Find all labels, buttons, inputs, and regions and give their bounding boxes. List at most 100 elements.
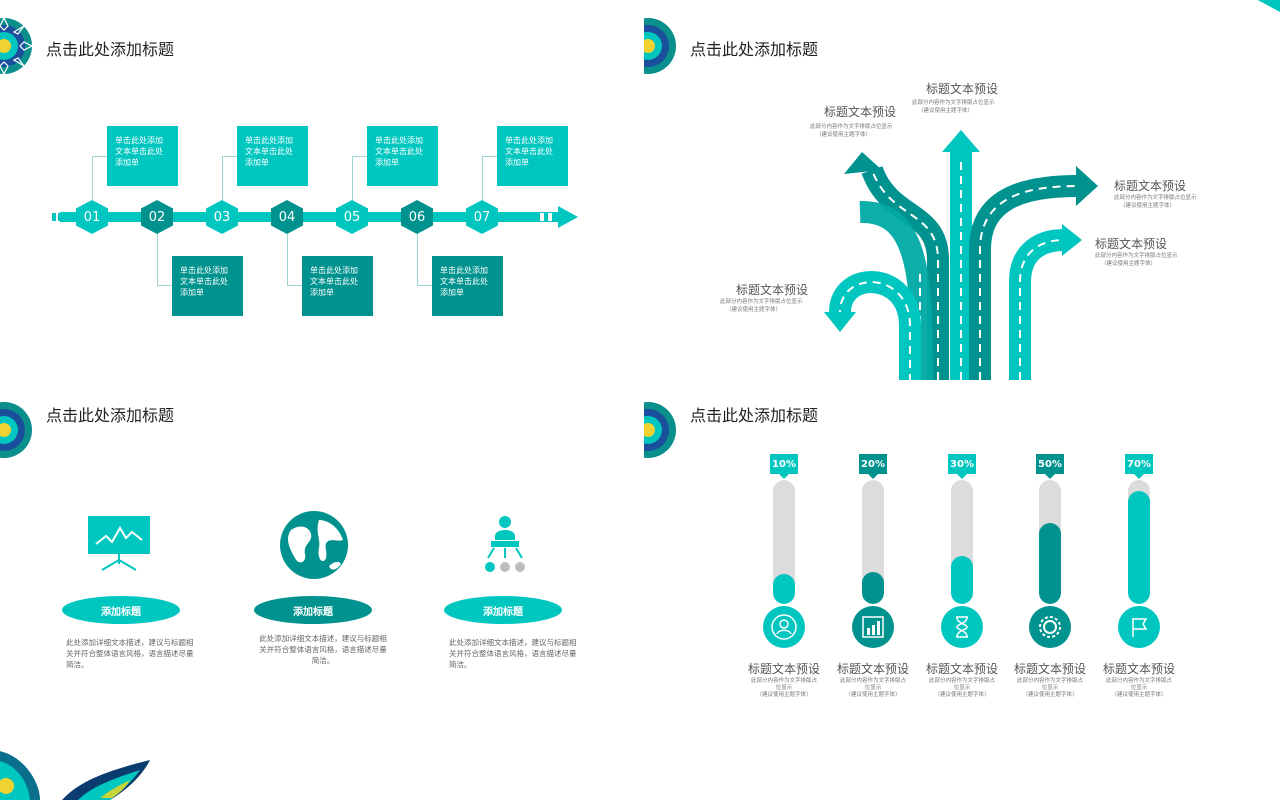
- percent-badge: 30%: [948, 454, 976, 479]
- chart-icon: [852, 606, 894, 648]
- bar-sub: 此部分内容作为文字排版占位显示（建议使用主题字体）: [1094, 678, 1184, 699]
- bar-sub-line: 此部分内容作为文字排版占: [1016, 678, 1083, 684]
- slide-title[interactable]: 点击此处添加标题: [690, 40, 819, 59]
- timeline-gap: [540, 213, 544, 221]
- step-marker-02[interactable]: 02: [141, 200, 173, 234]
- flag-icon: [1118, 606, 1160, 648]
- mandala-ornament-icon: [644, 18, 676, 74]
- bar-sub-line: 此部分内容作为文字排版占: [1105, 678, 1172, 684]
- step-marker-04[interactable]: 04: [271, 200, 303, 234]
- slide-title[interactable]: 点击此处添加标题: [46, 40, 175, 59]
- road-label-desc: （建议使用主题字体）: [726, 307, 782, 313]
- percent-badge: 50%: [1036, 454, 1064, 479]
- step-marker-03[interactable]: 03: [206, 200, 238, 234]
- progress-fill: [773, 574, 795, 604]
- bar-label[interactable]: 标题文本预设: [747, 662, 820, 676]
- step-marker-01[interactable]: 01: [76, 200, 108, 234]
- bar-label[interactable]: 标题文本预设: [836, 662, 909, 676]
- card-title-pill[interactable]: 添加标题: [444, 596, 562, 624]
- person-presenter-icon: [485, 516, 525, 572]
- step-text-box[interactable]: 单击此处添加文本单击此处添加单: [302, 256, 373, 316]
- connector-line: [482, 156, 498, 202]
- timeline-line: [60, 212, 560, 222]
- progress-track: [1039, 480, 1061, 604]
- step-marker-05[interactable]: 05: [336, 200, 368, 234]
- mandala-ornament-icon: [0, 402, 32, 458]
- timeline-gap: [548, 213, 552, 221]
- percent-badge: 70%: [1125, 454, 1153, 479]
- corner-triangle-icon: [1257, 0, 1280, 12]
- connector-line: [157, 232, 173, 286]
- card-title-pill[interactable]: 添加标题: [254, 596, 372, 624]
- bar-sub-line: 此部分内容作为文字排版占: [839, 678, 906, 684]
- slide-icon-cards: 点击此处添加标题 添加标题 添加标题 添加标题 此处添加详细文本描述，建议与标题…: [0, 384, 640, 800]
- road-label-title[interactable]: 标题文本预设: [1114, 179, 1187, 193]
- card-description: 此处添加详细文本描述，建议与标题相关并符合整体语言风格，语言描述尽量简洁。: [259, 634, 387, 665]
- progress-track: [773, 480, 795, 604]
- paisley-ornament-icon: [0, 751, 150, 800]
- bar-sub: 此部分内容作为文字排版占位显示（建议使用主题字体）: [1005, 678, 1095, 699]
- bar-sub-line: （建议使用主题字体）: [756, 692, 812, 698]
- percent-badge: 20%: [859, 454, 887, 479]
- step-text-box[interactable]: 单击此处添加文本单击此处添加单: [432, 256, 503, 316]
- bar-sub-line: （建议使用主题字体）: [934, 692, 990, 698]
- road-label-desc: 此部分内容作为文字排版占位显示: [810, 124, 893, 130]
- road-label-title[interactable]: 标题文本预设: [1095, 237, 1168, 251]
- road-label-desc: 此部分内容作为文字排版占位显示: [912, 100, 995, 106]
- bar-sub-line: （建议使用主题字体）: [1022, 692, 1078, 698]
- road-label-desc: 此部分内容作为文字排版占位显示: [1095, 253, 1178, 259]
- step-text-box[interactable]: 单击此处添加文本单击此处添加单: [172, 256, 243, 316]
- road-label-title[interactable]: 标题文本预设: [824, 105, 897, 119]
- bar-sub-line: 位显示: [775, 685, 793, 691]
- percent-badge: 10%: [770, 454, 798, 479]
- bar-sub-line: 此部分内容作为文字排版占: [928, 678, 995, 684]
- card-title-pill[interactable]: 添加标题: [62, 596, 180, 624]
- slide-timeline: 点击此处添加标题 01 02 03 04 05 06 07 单击此处添加文本单击…: [0, 0, 640, 380]
- connector-line: [417, 232, 433, 286]
- slide-title[interactable]: 点击此处添加标题: [46, 406, 175, 425]
- road-label-title[interactable]: 标题文本预设: [926, 82, 999, 96]
- connector-line: [92, 156, 108, 202]
- hourglass-icon: [941, 606, 983, 648]
- bar-label[interactable]: 标题文本预设: [925, 662, 998, 676]
- slide-title[interactable]: 点击此处添加标题: [690, 406, 819, 425]
- road-label-desc: 此部分内容作为文字排版占位显示: [1114, 195, 1197, 201]
- step-text-box[interactable]: 单击此处添加文本单击此处添加单: [497, 126, 568, 186]
- road-label-desc: 此部分内容作为文字排版占位显示: [720, 299, 803, 305]
- globe-icon: [280, 511, 348, 579]
- step-text-box[interactable]: 单击此处添加文本单击此处添加单: [107, 126, 178, 186]
- card-description: 此处添加详细文本描述，建议与标题相关并符合整体语言风格，语言描述尽量简洁。: [66, 638, 194, 669]
- progress-fill: [1039, 523, 1061, 604]
- connector-line: [352, 156, 368, 202]
- bar-sub: 此部分内容作为文字排版占位显示（建议使用主题字体）: [917, 678, 1007, 699]
- road-label-desc: （建议使用主题字体）: [816, 132, 872, 138]
- bar-label[interactable]: 标题文本预设: [1013, 662, 1086, 676]
- road-label-desc: （建议使用主题字体）: [1120, 203, 1176, 209]
- road-arrows-graphic: [824, 130, 1098, 380]
- slide-progress-bars: 点击此处添加标题 10% 标题文本预设 此部分内容作为文字排版占位显示（建议使用…: [644, 384, 1280, 800]
- step-text-box[interactable]: 单击此处添加文本单击此处添加单: [367, 126, 438, 186]
- step-text-box[interactable]: 单击此处添加文本单击此处添加单: [237, 126, 308, 186]
- bar-sub: 此部分内容作为文字排版占位显示（建议使用主题字体）: [739, 678, 829, 699]
- road-label-desc: （建议使用主题字体）: [1101, 261, 1157, 267]
- card-description: 此处添加详细文本描述，建议与标题相关并符合整体语言风格，语言描述尽量简洁。: [449, 638, 577, 669]
- bar-label[interactable]: 标题文本预设: [1102, 662, 1175, 676]
- progress-track: [1128, 480, 1150, 604]
- connector-line: [287, 232, 303, 286]
- progress-track: [862, 480, 884, 604]
- slide-road-directions: 点击此处添加标题 标题文本预设 此部分内容作为文字排版占位显示 （建议使用主题字…: [644, 0, 1280, 380]
- progress-fill: [951, 556, 973, 604]
- bar-sub-line: 位显示: [864, 685, 882, 691]
- step-marker-06[interactable]: 06: [401, 200, 433, 234]
- step-marker-07[interactable]: 07: [466, 200, 498, 234]
- road-label-title[interactable]: 标题文本预设: [736, 283, 809, 297]
- bar-sub-line: 位显示: [953, 685, 971, 691]
- bar-sub-line: （建议使用主题字体）: [845, 692, 901, 698]
- bar-sub-line: 位显示: [1130, 685, 1148, 691]
- bar-sub-line: 此部分内容作为文字排版占: [750, 678, 817, 684]
- road-label-desc: （建议使用主题字体）: [918, 108, 974, 114]
- timeline-arrowhead: [558, 206, 578, 228]
- connector-line: [222, 156, 238, 202]
- timeline-dash: [52, 213, 56, 221]
- mandala-ornament-icon: [644, 402, 676, 458]
